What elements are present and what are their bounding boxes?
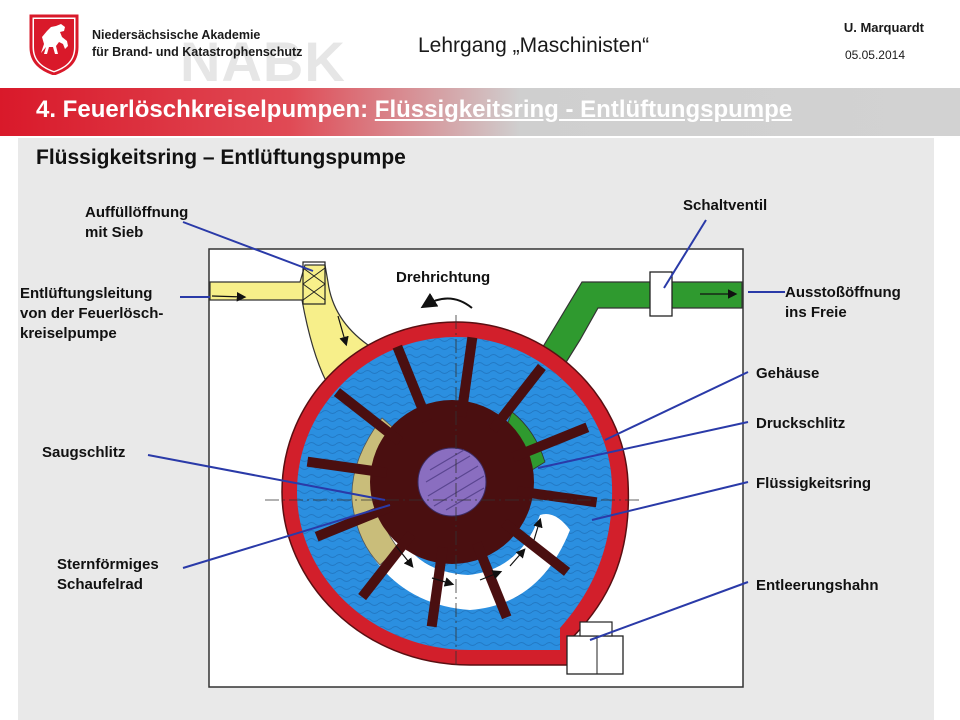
- academy-name-line1: Niedersächsische Akademie: [92, 28, 261, 42]
- hub-hatch: [425, 449, 485, 511]
- label-switch-valve: Schaltventil: [683, 197, 768, 214]
- label-pressure-slot: Druckschlitz: [756, 415, 846, 432]
- date-label: 05.05.2014: [844, 48, 905, 62]
- label-impeller: Sternförmiges Schaufelrad: [57, 555, 159, 595]
- watermark-text: NABK: [180, 30, 346, 93]
- label-fill-opening: Auffüllöffnung mit Sieb: [85, 203, 188, 243]
- page-title: 4. Feuerlöschkreiselpumpen: Flüssigkeits…: [36, 96, 792, 124]
- page-title-prefix: 4. Feuerlöschkreiselpumpen:: [36, 96, 375, 123]
- impeller-vane: [456, 336, 478, 418]
- academy-name-line2: für Brand- und Katastrophenschutz: [92, 45, 303, 59]
- impeller: [306, 336, 598, 628]
- label-vent-line-3: kreiselpumpe: [20, 325, 117, 342]
- label-fill-opening-line1: Auffüllöffnung: [85, 204, 189, 221]
- label-liquid-ring: Flüssigkeitsring: [756, 475, 872, 492]
- label-outlet-line2: ins Freie: [785, 304, 847, 321]
- impeller-vane: [488, 363, 546, 434]
- label-outlet: Ausstoßöffnung ins Freie: [785, 283, 901, 323]
- label-fill-opening-line2: mit Sieb: [85, 224, 144, 241]
- drain-tap-handle: [579, 621, 613, 637]
- impeller-vane: [511, 422, 590, 462]
- impeller-vane: [358, 530, 416, 601]
- flow-arrows: [211, 289, 738, 587]
- label-impeller-line1: Sternförmiges: [57, 556, 159, 573]
- impeller-vane: [472, 541, 512, 620]
- impeller-vane: [392, 344, 432, 423]
- label-vent-line-1: Entlüftungsleitung: [20, 285, 153, 302]
- impeller-vanes: [306, 336, 598, 628]
- label-impeller-line2: Schaufelrad: [57, 576, 143, 593]
- impeller-vane: [333, 388, 404, 446]
- label-suction-slot: Saugschlitz: [42, 444, 126, 461]
- sieve-hatch: [302, 267, 326, 301]
- diagram-heading: Flüssigkeitsring – Entlüftungspumpe: [36, 146, 406, 169]
- rotation-arrow: [420, 292, 473, 309]
- academy-name: Niedersächsische Akademie für Brand- und…: [92, 27, 302, 61]
- author-name: U. Marquardt: [843, 20, 924, 35]
- label-outlet-line1: Ausstoßöffnung: [785, 284, 901, 301]
- leader-lines: [147, 219, 785, 641]
- page-title-underlined: Flüssigkeitsring - Entlüftungspumpe: [374, 96, 793, 123]
- impeller-vane: [500, 518, 571, 576]
- drain-tap-body: [566, 635, 624, 675]
- label-drain-tap: Entleerungshahn: [756, 577, 879, 594]
- impeller-vane: [314, 502, 393, 542]
- coat-of-arms-logo: [29, 14, 79, 75]
- label-vent-line: Entlüftungsleitung von der Feuerlösch- k…: [20, 284, 163, 344]
- impeller-vane: [516, 486, 598, 508]
- rotation-label: Drehrichtung: [396, 269, 491, 286]
- course-title: Lehrgang „Maschinisten“: [418, 34, 650, 57]
- impeller-vane: [306, 456, 388, 478]
- label-vent-line-2: von der Feuerlösch-: [20, 305, 164, 322]
- fill-opening-sieve: [302, 261, 326, 305]
- title-bar: [0, 88, 960, 136]
- impeller-vane: [426, 546, 448, 628]
- air-pocket: [365, 514, 570, 610]
- label-housing: Gehäuse: [756, 365, 820, 382]
